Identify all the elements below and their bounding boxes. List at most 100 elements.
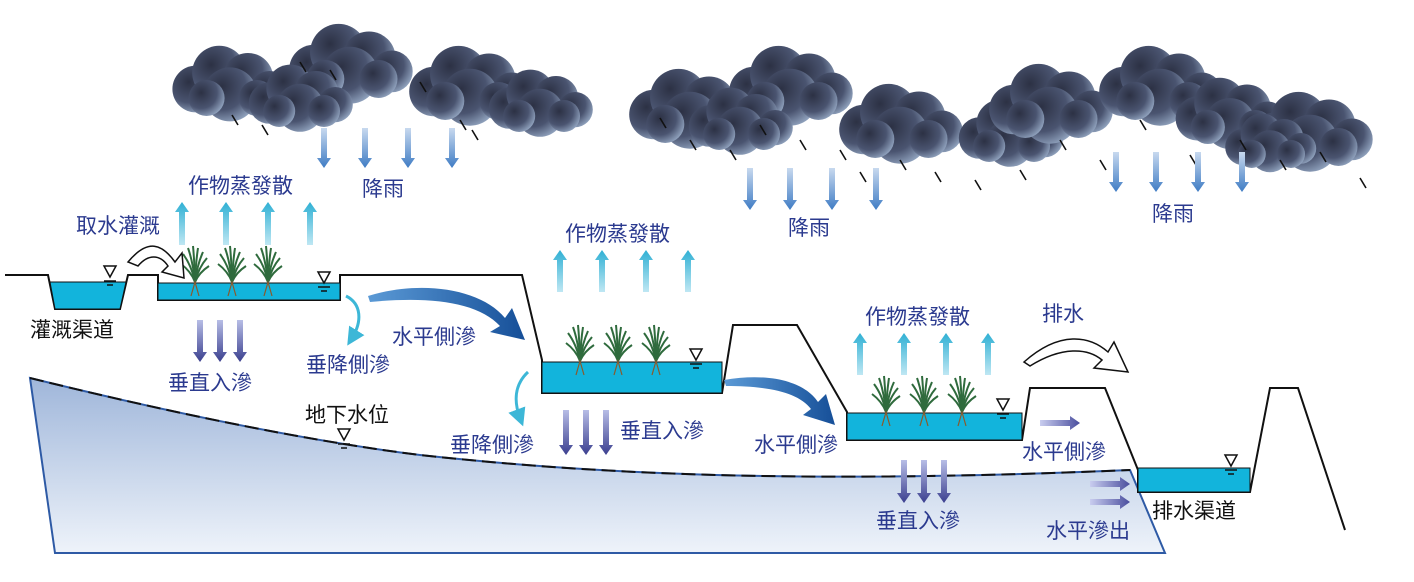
- rain-streak: [1239, 139, 1247, 151]
- rain-arrow-icon: [317, 128, 331, 168]
- drainage-label: 排水: [1042, 302, 1084, 326]
- evapotranspiration-arrow: [853, 333, 867, 375]
- vertical-infiltration-arrow: [897, 460, 911, 503]
- rain-streak: [419, 81, 427, 93]
- evapotranspiration-arrow: [681, 250, 695, 292]
- water-level-symbol-icon: [1223, 454, 1239, 475]
- rain-streak: [471, 129, 479, 141]
- rain-arrow-icon: [743, 168, 757, 210]
- rain-streak: [329, 69, 337, 81]
- cloud-icon: [839, 83, 963, 164]
- paddy-field-1-water: [157, 282, 341, 301]
- rice-plant-icon: [871, 375, 901, 427]
- rice-plant-icon: [909, 375, 939, 427]
- horizontal-lateral-seepage-label-2: 水平側滲: [754, 433, 838, 457]
- evapotranspiration-arrow: [219, 202, 233, 245]
- vertical-infiltration-arrow: [599, 410, 613, 455]
- rain-arrow-icon: [1235, 152, 1249, 192]
- cloud-icon: [688, 87, 793, 155]
- horizontal-lateral-seepage-label-3: 水平側滲: [1022, 440, 1106, 464]
- vertical-lateral-seepage-arrow-2: [508, 370, 530, 427]
- evapotranspiration-arrow: [303, 202, 317, 245]
- cloud-icon: [248, 64, 353, 132]
- evapotranspiration-arrow: [981, 333, 995, 375]
- rain-label-1: 降雨: [362, 177, 404, 201]
- vertical-infiltration-arrow: [579, 410, 593, 455]
- rice-plant-icon: [253, 245, 283, 297]
- lateral-flow-arrow-2: [724, 377, 835, 425]
- rain-streak: [1359, 177, 1367, 189]
- evapotranspiration-arrow: [939, 333, 953, 375]
- water-level-symbol-icon: [316, 271, 332, 292]
- vertical-infiltration-arrow: [917, 460, 931, 503]
- rain-arrow-icon: [358, 128, 372, 168]
- vertical-infiltration-label-1: 垂直入滲: [168, 371, 252, 395]
- rain-arrow-icon: [401, 128, 415, 168]
- rain-arrow-icon: [1109, 152, 1123, 192]
- rain-streak: [899, 159, 907, 171]
- rain-arrow-icon: [445, 128, 459, 168]
- rain-streak: [689, 139, 697, 151]
- rain-streak: [1019, 169, 1027, 181]
- irrigation-canal-label: 灌溉渠道: [30, 318, 114, 342]
- rice-plants: [180, 245, 977, 427]
- irrigation-intake-arrow: [126, 245, 185, 280]
- rain-streak: [839, 149, 847, 161]
- water-level-symbol-icon: [995, 398, 1011, 419]
- evapotranspiration-label-2: 作物蒸發散: [565, 222, 670, 246]
- rain-streak: [459, 119, 467, 131]
- rain-streak: [1319, 151, 1327, 163]
- irrigation-intake-label: 取水灌溉: [76, 214, 160, 238]
- rain-arrow-icon: [1149, 152, 1163, 192]
- vertical-infiltration-arrow: [193, 320, 207, 362]
- rain-streak: [261, 124, 269, 136]
- rice-plant-icon: [947, 375, 977, 427]
- rain-label-2: 降雨: [788, 216, 830, 240]
- vertical-infiltration-arrow: [937, 460, 951, 503]
- rain-label-3: 降雨: [1152, 202, 1194, 226]
- rice-plant-icon: [217, 245, 247, 297]
- water-level-symbol-icon: [688, 348, 704, 369]
- drainage-arrow: [1022, 338, 1130, 373]
- rain-streak: [759, 124, 767, 136]
- rain-arrow-icon: [783, 168, 797, 210]
- evapotranspiration-arrow: [897, 333, 911, 375]
- rice-plant-icon: [565, 324, 595, 376]
- irrigation-canal-water: [49, 281, 127, 310]
- horizontal-seepage-out-label: 水平滲出: [1046, 519, 1130, 543]
- vertical-infiltration-label-2: 垂直入滲: [620, 419, 704, 443]
- rain-streak: [231, 114, 239, 126]
- vertical-lateral-seepage-label-1: 垂降側滲: [306, 353, 390, 377]
- rice-plant-icon: [641, 324, 671, 376]
- storm-clouds: [172, 23, 1373, 191]
- lateral-flow-arrow-1: [368, 287, 525, 340]
- water-level-symbol-icon: [102, 265, 118, 286]
- horizontal-lateral-seepage-arrow: [1040, 416, 1080, 430]
- evapotranspiration-arrow: [553, 250, 567, 292]
- horizontal-lateral-seepage-label-1: 水平側滲: [392, 325, 476, 349]
- evapotranspiration-label-3: 作物蒸發散: [865, 305, 970, 329]
- vertical-lateral-seepage-arrow-1: [345, 294, 365, 346]
- evapotranspiration-arrow: [639, 250, 653, 292]
- evapotranspiration-arrow: [175, 202, 189, 245]
- rain-streak: [1139, 119, 1147, 131]
- rain-streak: [934, 171, 942, 183]
- rain-streak: [859, 171, 867, 183]
- paddy-field-2-water: [541, 361, 723, 394]
- horizontal-seepage-out-arrow: [1090, 495, 1130, 509]
- rain-streak: [799, 139, 807, 151]
- paddy-field-3-water: [846, 412, 1023, 441]
- drainage-canal-label: 排水渠道: [1152, 499, 1236, 523]
- evapotranspiration-arrow: [261, 202, 275, 245]
- rain-streak: [729, 149, 737, 161]
- rain-streak: [974, 179, 982, 191]
- rain-arrow-icon: [825, 168, 839, 210]
- vertical-infiltration-arrow: [233, 320, 247, 362]
- rice-plant-icon: [603, 324, 633, 376]
- rain-arrow-icon: [1191, 152, 1205, 192]
- groundwater-table-line: [29, 377, 1131, 478]
- cloud-icon: [289, 23, 413, 104]
- flux-arrows: [175, 128, 1249, 509]
